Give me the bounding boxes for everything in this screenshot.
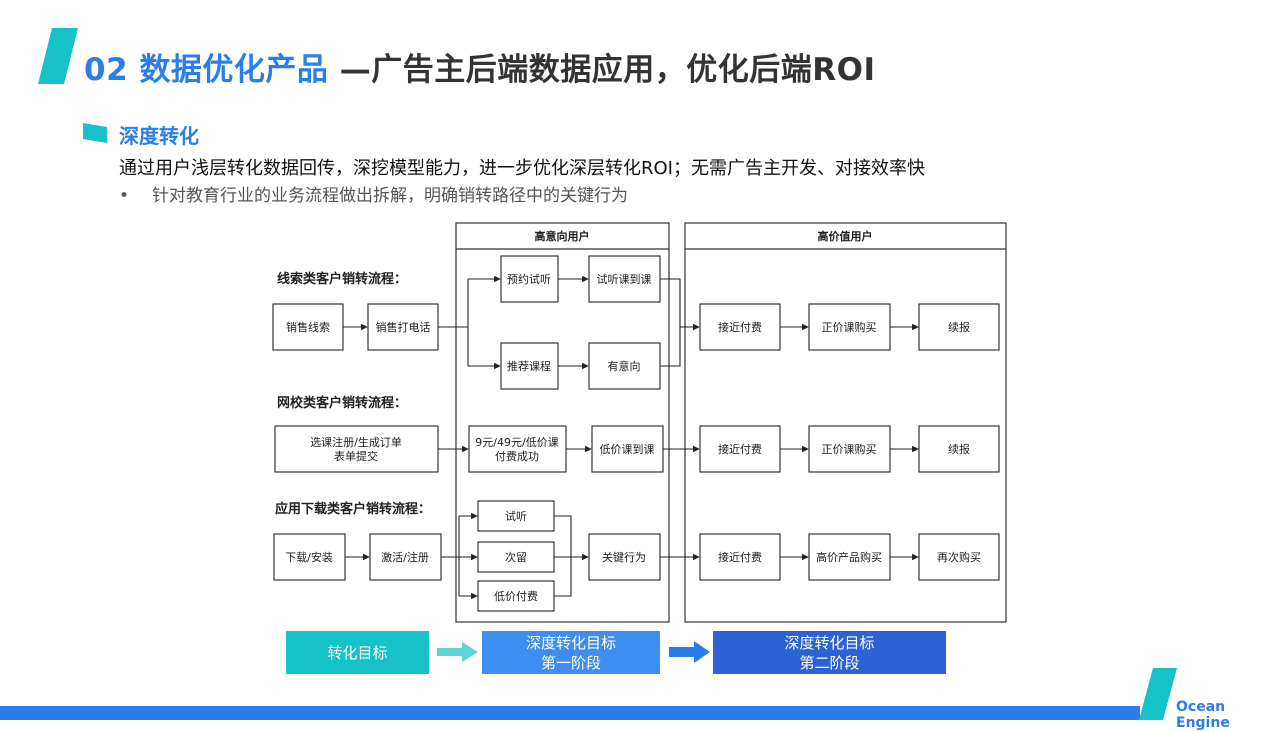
title-number: 02 (84, 52, 129, 88)
node-key-action-text: 关键行为 (602, 550, 646, 564)
node-intent-text: 有意向 (608, 359, 641, 373)
group-high-intent-label: 高意向用户 (535, 229, 590, 243)
stage-conversion-target: 转化目标 (286, 631, 429, 674)
node-lowprice-pay (468, 425, 567, 473)
stage-3-line1: 深度转化目标 (784, 633, 875, 652)
node-recommend-text: 推荐课程 (507, 359, 551, 373)
stage-2-line2: 第一阶段 (540, 653, 601, 672)
stage-deep-phase-2: 深度转化目标 第二阶段 (713, 631, 946, 674)
node-low-pay (477, 580, 555, 612)
node-lowprice-pay-text-2: 付费成功 (495, 450, 539, 463)
title-highlight: 数据优化产品 (139, 52, 329, 88)
node-trial-attend (588, 255, 661, 303)
node-near-pay-3-text: 接近付费 (718, 551, 762, 564)
node-near-pay-1-text: 接近付费 (718, 321, 762, 334)
stage-arrow-2 (669, 641, 710, 663)
node-near-pay-1 (699, 303, 781, 351)
flow3-label: 应用下载类客户销转流程： (275, 501, 431, 517)
node-download (273, 533, 346, 581)
node-renew-2 (918, 425, 1000, 473)
node-high-buy (808, 533, 891, 581)
node-retention-text: 次留 (505, 550, 527, 564)
node-rebuy (918, 533, 1000, 581)
flow2-label: 网校类客户销转流程： (277, 395, 407, 411)
node-near-pay-2 (699, 425, 781, 473)
node-sales-call-text: 销售打电话 (376, 320, 431, 334)
node-lowprice-attend (591, 425, 664, 473)
section-description: 通过用户浅层转化数据回传，深挖模型能力，进一步优化深层转化ROI；无需广告主开发… (119, 158, 925, 179)
node-near-pay-2-text: 接近付费 (718, 443, 762, 456)
stage-3-line2: 第二阶段 (799, 653, 860, 672)
group-high-value: 高价值用户 (684, 222, 1007, 623)
node-low-pay-text: 低价付费 (494, 590, 538, 603)
node-trial-text: 试听 (505, 510, 527, 523)
ocean-engine-logo-icon (1139, 668, 1177, 720)
stage-deep-phase-1: 深度转化目标 第一阶段 (482, 631, 660, 674)
node-signup-text-1: 选课注册/生成订单 (310, 435, 402, 449)
node-sales-call (367, 303, 439, 351)
node-high-buy-text: 高价产品购买 (816, 550, 882, 564)
bullet-dot: • (119, 186, 130, 206)
node-activate-text: 激活/注册 (381, 550, 429, 564)
node-book-trial-text: 预约试听 (507, 273, 551, 286)
flow1-label: 线索类客户销转流程： (277, 271, 407, 287)
node-full-buy-1 (808, 303, 891, 351)
footer-bar (0, 706, 1140, 720)
node-intent (588, 342, 661, 390)
node-download-text: 下载/安装 (285, 550, 333, 564)
node-signup-text-2: 表单提交 (334, 449, 378, 463)
stage-1-text: 转化目标 (327, 643, 388, 662)
node-renew-1 (918, 303, 1000, 351)
node-renew-2-text: 续报 (948, 442, 970, 456)
title-accent-mark (38, 28, 78, 84)
node-activate (369, 533, 442, 581)
node-sales-lead (272, 303, 344, 351)
node-book-trial (500, 255, 559, 303)
brand-name: Ocean Engine (1176, 699, 1230, 731)
node-signup (274, 425, 439, 473)
node-key-action (588, 533, 661, 581)
node-recommend (500, 342, 559, 390)
node-lowprice-pay-text-1: 9元/49元/低价课 (475, 436, 558, 449)
node-trial (477, 500, 555, 532)
stage-arrow-1 (437, 642, 478, 662)
node-sales-lead-text: 销售线索 (286, 320, 330, 334)
node-rebuy-text: 再次购买 (937, 550, 981, 564)
group-high-intent: 高意向用户 (455, 222, 670, 623)
bullet-item: • 针对教育行业的业务流程做出拆解，明确销转路径中的关键行为 (119, 181, 628, 206)
section-title: 深度转化 (119, 124, 199, 148)
section-marker-icon (83, 123, 107, 143)
node-lowprice-attend-text: 低价课到课 (600, 443, 655, 456)
node-renew-1-text: 续报 (948, 320, 970, 334)
node-full-buy-2 (808, 425, 891, 473)
page-title: 02 数据优化产品 —广告主后端数据应用，优化后端ROI (84, 44, 876, 89)
node-near-pay-3 (699, 533, 781, 581)
stage-2-line1: 深度转化目标 (525, 633, 616, 652)
node-trial-attend-text: 试听课到课 (597, 273, 652, 286)
bullet-text: 针对教育行业的业务流程做出拆解，明确销转路径中的关键行为 (152, 186, 628, 206)
node-retention (477, 541, 555, 573)
title-rest: —广告主后端数据应用，优化后端ROI (328, 52, 876, 88)
group-high-value-label: 高价值用户 (818, 229, 873, 243)
node-full-buy-2-text: 正价课购买 (822, 442, 877, 456)
node-full-buy-1-text: 正价课购买 (822, 320, 877, 334)
